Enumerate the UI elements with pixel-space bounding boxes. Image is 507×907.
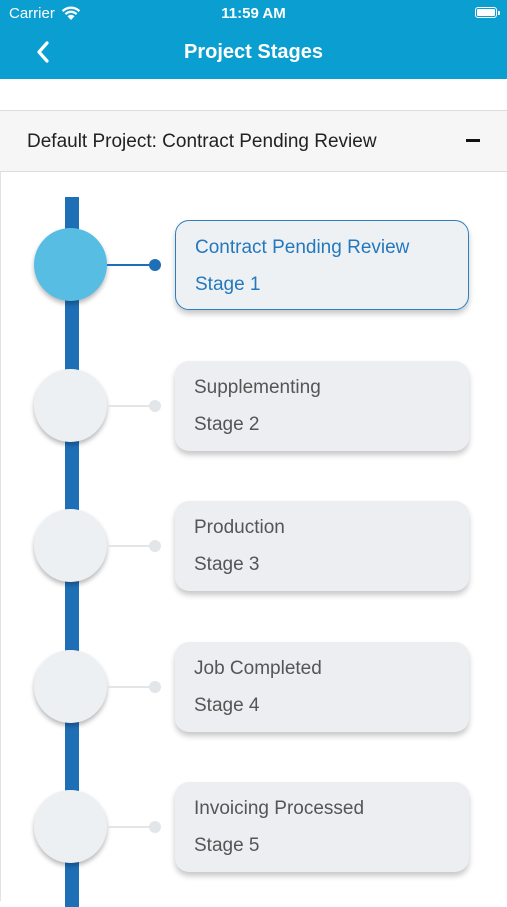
stage-card[interactable]: Production Stage 3 <box>175 501 469 591</box>
stage-name: Production <box>194 517 285 538</box>
stage-item: Production Stage 3 <box>1 501 507 593</box>
collapse-minus-icon[interactable] <box>466 139 480 142</box>
stage-item: Contract Pending Review Stage 1 <box>1 220 507 312</box>
stage-number: Stage 3 <box>194 554 260 575</box>
stage-number: Stage 4 <box>194 695 260 716</box>
stage-number: Stage 1 <box>195 274 261 295</box>
stage-node <box>34 650 107 723</box>
stage-node <box>34 509 107 582</box>
status-time: 11:59 AM <box>221 5 286 22</box>
wifi-icon <box>61 6 81 20</box>
stage-card[interactable]: Supplementing Stage 2 <box>175 361 469 451</box>
stage-item: Job Completed Stage 4 <box>1 642 507 734</box>
stage-connector <box>107 400 161 412</box>
stage-card[interactable]: Contract Pending Review Stage 1 <box>175 220 469 310</box>
status-bar: Carrier 11:59 AM <box>0 0 507 28</box>
stage-number: Stage 2 <box>194 414 260 435</box>
carrier-indicator: Carrier <box>9 5 81 22</box>
stage-node <box>34 228 107 301</box>
stage-name: Contract Pending Review <box>195 237 410 258</box>
app-header: Carrier 11:59 AM Project Stages <box>0 0 507 79</box>
stage-number: Stage 5 <box>194 835 260 856</box>
stage-node <box>34 790 107 863</box>
stage-connector <box>107 681 161 693</box>
project-title: Default Project: Contract Pending Review <box>27 131 377 152</box>
page-title: Project Stages <box>184 41 323 63</box>
stage-node <box>34 369 107 442</box>
back-chevron-icon[interactable] <box>30 38 58 66</box>
navigation-bar: Project Stages <box>0 28 507 79</box>
stage-card[interactable]: Invoicing Processed Stage 5 <box>175 782 469 872</box>
carrier-label: Carrier <box>9 5 55 22</box>
stage-item: Invoicing Processed Stage 5 <box>1 782 507 874</box>
stage-name: Job Completed <box>194 658 322 679</box>
battery-icon <box>475 7 500 18</box>
stage-name: Supplementing <box>194 377 321 398</box>
stage-connector <box>107 821 161 833</box>
stage-timeline: Contract Pending Review Stage 1 Suppleme… <box>0 172 507 907</box>
stage-item: Supplementing Stage 2 <box>1 361 507 453</box>
stage-connector <box>107 259 161 271</box>
stage-connector <box>107 540 161 552</box>
project-accordion: Default Project: Contract Pending Review… <box>0 110 507 907</box>
stage-card[interactable]: Job Completed Stage 4 <box>175 642 469 732</box>
project-accordion-header[interactable]: Default Project: Contract Pending Review <box>0 111 507 172</box>
stage-name: Invoicing Processed <box>194 798 365 819</box>
